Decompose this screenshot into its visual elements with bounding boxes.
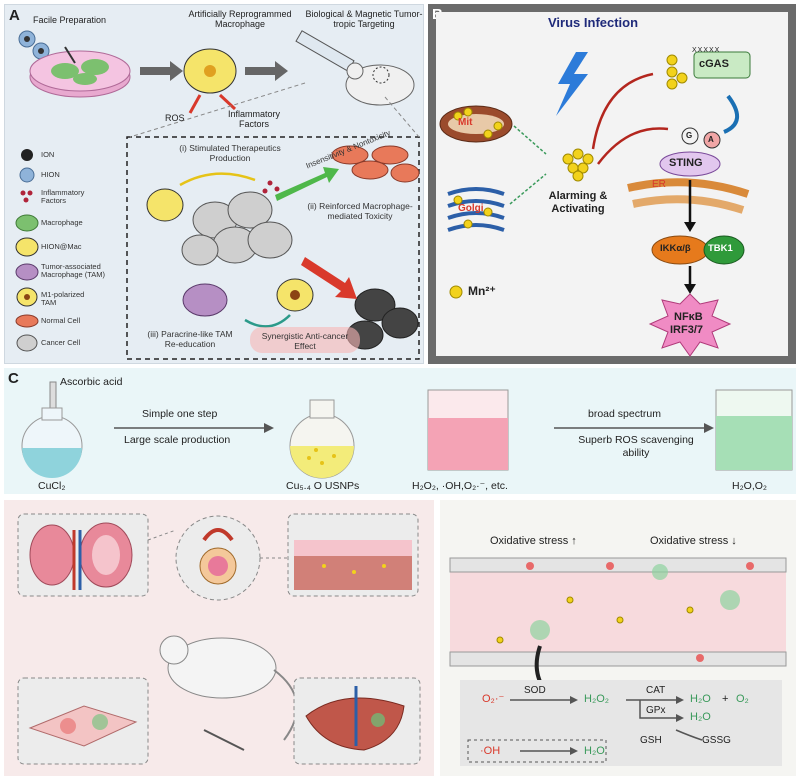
legend-tam: Tumor-associated Macrophage (TAM) xyxy=(41,262,106,279)
dna-marks: XXXXX xyxy=(692,47,721,54)
panel-d-graphics xyxy=(17,513,421,765)
stress-down-label: Oxidative stress ↓ xyxy=(650,535,737,547)
h2o-hydroxyl-label: H₂O xyxy=(584,745,605,757)
panel-e-graphics xyxy=(449,557,787,766)
legend-ion: ION xyxy=(41,150,55,159)
usnp-label: Cu₅.₄ O USNPs xyxy=(286,480,360,492)
o2-product-label: O₂ xyxy=(736,693,749,705)
g-label: G xyxy=(686,131,693,140)
note-reinforced: (ii) Reinforced Macrophage-mediated Toxi… xyxy=(307,201,413,221)
cucl2-label: CuCl₂ xyxy=(38,480,66,492)
h2o-product-label: H₂O xyxy=(690,693,711,705)
step-reprogrammed: Artificially Reprogrammed Macrophage xyxy=(188,9,292,29)
gsh-label: GSH xyxy=(640,735,662,746)
legend-macrophage: Macrophage xyxy=(41,218,83,227)
a-label: A xyxy=(708,135,714,144)
legend-normal-cell: Normal Cell xyxy=(41,316,81,325)
hydroxyl-label: ·OH xyxy=(480,745,501,757)
note-synergistic: Synergistic Anti-cancer Effect xyxy=(261,331,349,351)
cgas-label: cGAS xyxy=(699,58,729,70)
arrow1-top-label: Simple one step xyxy=(142,408,218,420)
ros-label: H₂O₂, ·OH,O₂·⁻, etc. xyxy=(412,480,508,492)
stress-up-label: Oxidative stress ↑ xyxy=(490,535,577,547)
plus-sign: + xyxy=(722,693,729,705)
arrow2-top-label: broad spectrum xyxy=(588,408,661,420)
result-label: H₂O,O₂ xyxy=(732,480,767,492)
panel-a-graphics xyxy=(15,30,420,360)
panel-d xyxy=(4,500,434,776)
h2o2-label: H₂O₂ xyxy=(584,693,610,705)
panel-a-label: A xyxy=(9,7,20,24)
panel-e: Oxidative stress ↑ Oxidative stress ↓ O₂… xyxy=(440,500,796,776)
step-targeting: Biological & Magnetic Tumor-tropic Targe… xyxy=(305,9,423,29)
note-paracrine: (iii) Paracrine-like TAM Re-education xyxy=(147,329,233,349)
panel-c: C Ascorbic acid CuCl₂ Simple one step La… xyxy=(4,368,796,494)
legend-cancer-cell: Cancer Cell xyxy=(41,338,81,347)
er-label: ER xyxy=(652,179,666,190)
superoxide-label: O₂·⁻ xyxy=(482,693,505,705)
panel-c-label: C xyxy=(8,370,19,387)
ikk-label: IKKα/β xyxy=(660,243,691,254)
gpx-label: GPx xyxy=(646,705,666,716)
step-preparation: Facile Preparation xyxy=(33,15,107,25)
sting-label: STING xyxy=(669,157,703,169)
arrow2-bottom-label: Superb ROS scavenging ability xyxy=(578,434,694,459)
output-ros: ROS xyxy=(165,113,185,123)
cat-label: CAT xyxy=(646,685,666,696)
legend-hion: HION xyxy=(41,170,60,179)
legend-inflammatory: Inflammatory Factors xyxy=(41,188,85,205)
panel-c-graphics xyxy=(21,381,793,479)
ascorbic-acid-label: Ascorbic acid xyxy=(60,376,123,388)
output-inflammatory: Inflammatory Factors xyxy=(227,109,280,129)
sod-label: SOD xyxy=(524,685,546,696)
legend-m1-tam: M1-polarized TAM xyxy=(41,290,85,307)
arrow1-bottom-label: Large scale production xyxy=(124,434,231,446)
note-stimulated: (i) Stimulated Therapeutics Production xyxy=(179,143,281,163)
panel-a: A xyxy=(4,4,424,364)
mit-label: Mit xyxy=(458,117,473,128)
golgi-label: Golgi xyxy=(458,203,484,214)
h2o-gpx-label: H₂O xyxy=(690,711,711,723)
virus-infection-title: Virus Infection xyxy=(548,15,639,30)
panel-b: B xyxy=(428,4,796,364)
mn-legend-label: Mn²⁺ xyxy=(468,284,496,298)
irf-label: IRF3/7 xyxy=(670,324,704,336)
gssg-label: GSSG xyxy=(702,735,731,746)
alarming-label: Alarming & Activating xyxy=(548,190,608,215)
tbk1-label: TBK1 xyxy=(708,243,733,254)
legend-hion-mac: HION@Mac xyxy=(41,242,82,251)
nfkb-label: NFκB xyxy=(674,311,703,323)
panel-b-graphics xyxy=(439,51,751,357)
